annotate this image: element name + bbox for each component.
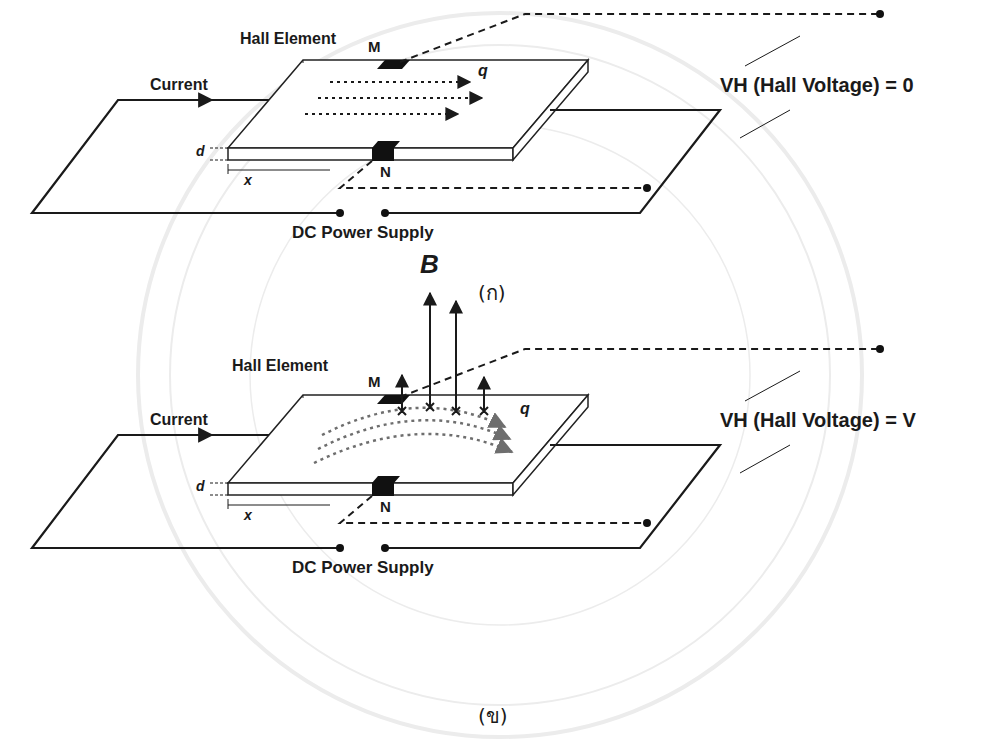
electrode-label: N bbox=[380, 498, 391, 515]
dimension-label: x bbox=[244, 172, 252, 188]
electrode-label: M bbox=[368, 373, 381, 390]
hall-element-no-field bbox=[32, 10, 884, 217]
current-label: Current bbox=[150, 411, 208, 429]
charge-label: q bbox=[478, 62, 488, 80]
part-name: Hall Element bbox=[232, 357, 328, 375]
charge-label: q bbox=[520, 400, 530, 418]
dimension-label: d bbox=[196, 478, 205, 494]
hall-voltage-label: VH (Hall Voltage) = 0 bbox=[720, 74, 914, 97]
part-name: Hall Element bbox=[240, 30, 336, 48]
power-supply-label: DC Power Supply bbox=[292, 223, 434, 243]
subfigure-label: (ข) bbox=[478, 705, 508, 728]
hall-voltage-label: VH (Hall Voltage) = V bbox=[720, 409, 916, 432]
power-supply-label: DC Power Supply bbox=[292, 558, 434, 578]
dimension-label: x bbox=[244, 507, 252, 523]
field-label: B bbox=[420, 250, 439, 280]
dimension-label: d bbox=[196, 143, 205, 159]
current-label: Current bbox=[150, 76, 208, 94]
electrode-label: N bbox=[380, 163, 391, 180]
electrode-label: M bbox=[368, 38, 381, 55]
subfigure-label: (ก) bbox=[478, 282, 506, 305]
